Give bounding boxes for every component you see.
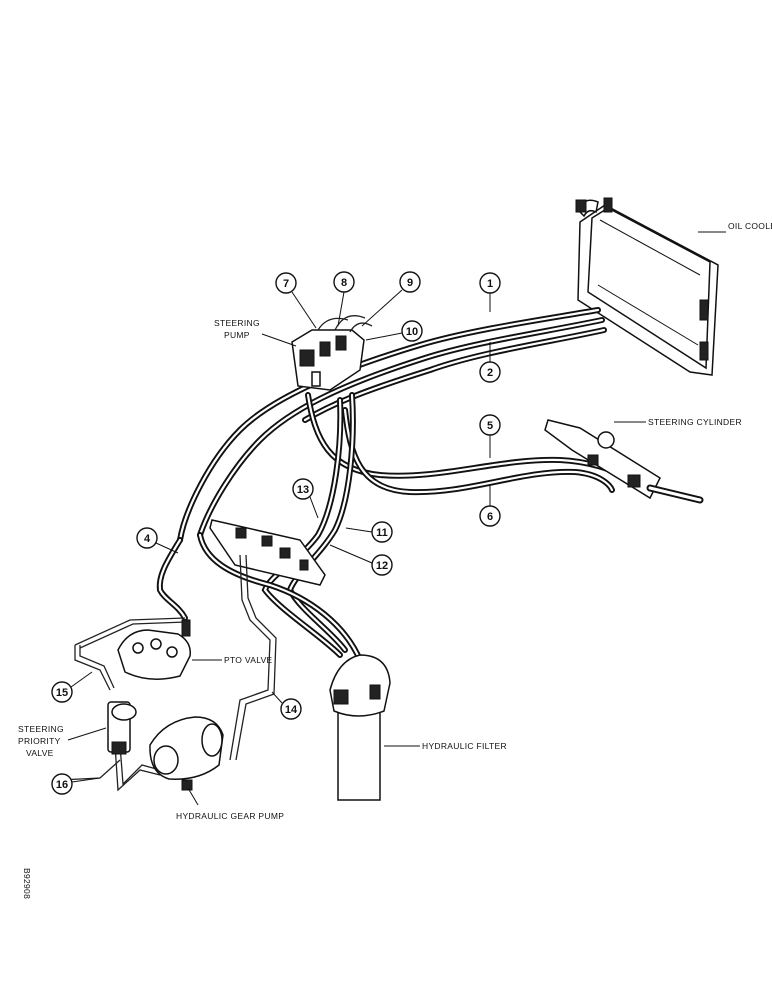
steering-cylinder-label: STEERING CYLINDER <box>648 417 742 427</box>
callout-15: 15 <box>51 681 73 703</box>
steering-priority-valve-icon <box>107 701 137 755</box>
pto-valve-icon <box>117 619 191 680</box>
steering-pump-label-line1: STEERING <box>214 318 260 328</box>
callout-16: 16 <box>51 773 73 795</box>
svg-text:6: 6 <box>487 511 493 523</box>
oil-cooler-icon <box>575 197 719 376</box>
callout-12: 12 <box>371 554 393 576</box>
callout-11: 11 <box>371 521 393 543</box>
hoses <box>156 307 633 663</box>
figure-code: B92908 <box>22 868 32 899</box>
callout-1: 1 <box>479 272 501 294</box>
callout-7: 7 <box>275 272 297 294</box>
svg-text:5: 5 <box>487 420 493 432</box>
steering-pump-label-line2: PUMP <box>224 330 250 340</box>
callout-10: 10 <box>401 320 423 342</box>
pto-valve-label: PTO VALVE <box>224 655 273 665</box>
hydraulic-filter-label: HYDRAULIC FILTER <box>422 741 507 751</box>
svg-text:1: 1 <box>487 278 493 290</box>
svg-text:4: 4 <box>144 533 151 545</box>
callout-9: 9 <box>399 271 421 293</box>
steering-priority-label-line1: STEERING <box>18 724 64 734</box>
svg-text:14: 14 <box>285 704 298 716</box>
svg-text:7: 7 <box>283 278 289 290</box>
steering-cylinder-icon <box>544 419 704 504</box>
callout-2: 2 <box>479 361 501 383</box>
oil-cooler-label: OIL COOLER <box>728 221 772 231</box>
svg-text:15: 15 <box>56 687 68 699</box>
manifold-icon <box>209 519 326 586</box>
callout-14: 14 <box>280 698 302 720</box>
callout-13: 13 <box>292 478 314 500</box>
hydraulic-gear-pump-icon <box>149 716 224 791</box>
svg-text:11: 11 <box>376 527 388 539</box>
thin-tubes <box>59 554 277 792</box>
steering-priority-label-line3: VALVE <box>26 748 54 758</box>
svg-text:9: 9 <box>407 277 413 289</box>
svg-text:8: 8 <box>341 277 347 289</box>
steering-pump-icon <box>291 315 373 391</box>
callout-4: 4 <box>136 527 158 549</box>
hydraulic-filter-icon <box>329 654 391 801</box>
svg-text:13: 13 <box>297 484 309 496</box>
callout-6: 6 <box>479 505 501 527</box>
svg-text:2: 2 <box>487 367 493 379</box>
svg-text:12: 12 <box>376 560 388 572</box>
steering-priority-label-line2: PRIORITY <box>18 736 61 746</box>
svg-text:10: 10 <box>406 326 418 338</box>
callout-5: 5 <box>479 414 501 436</box>
callout-8: 8 <box>333 271 355 293</box>
svg-text:16: 16 <box>56 779 68 791</box>
hydraulic-gear-pump-label: HYDRAULIC GEAR PUMP <box>176 811 284 821</box>
